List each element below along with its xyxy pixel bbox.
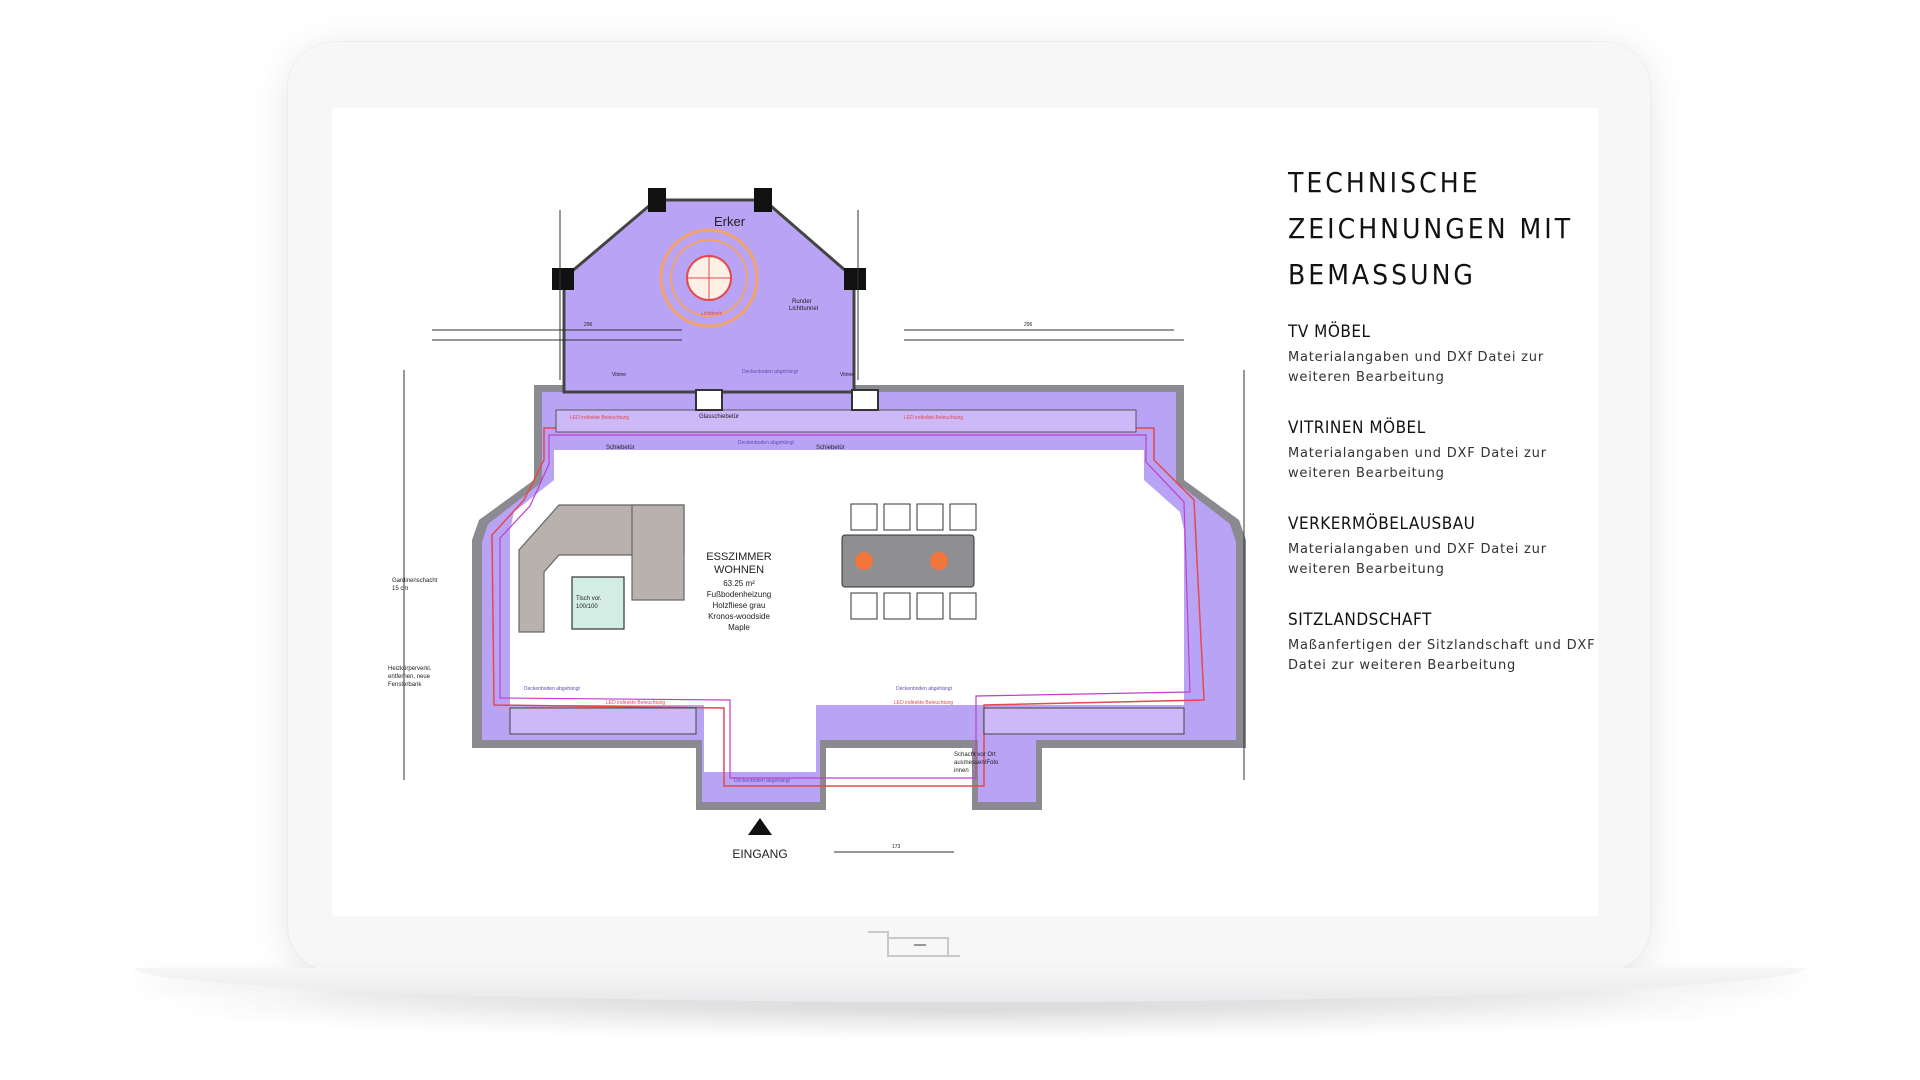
light-ring [659, 228, 759, 328]
round-tunnel-label: Runder [792, 299, 812, 305]
shaft-label: innen [954, 768, 969, 774]
section-verkermoebelausbau: VERKERMÖBELAUSBAU Materialangaben und DX… [1288, 514, 1598, 580]
window-pillar [552, 268, 574, 290]
window-pillar [754, 188, 772, 212]
cabinet-row [555, 409, 1137, 433]
lamp-marker [855, 552, 873, 570]
light-ring-label: Lichtkreis [701, 311, 723, 317]
heater-label: entfernen, neue [388, 674, 431, 680]
shaft-label: Schacht vor Ort [954, 752, 996, 758]
shaft-label: ausmessen/Foto [954, 760, 999, 766]
room-floor-type: Holzfliese grau [713, 601, 766, 610]
room-floor-type: Kronos-woodside [708, 612, 770, 621]
coffee-table-label: Tisch vor. [576, 596, 602, 602]
heater-label: Fensterbank [388, 682, 422, 688]
room-floor-type: Maple [728, 623, 750, 632]
vitrine-right-label: Vitrine [840, 372, 854, 378]
room-title: WOHNEN [714, 564, 764, 576]
section-heading: VERKERMÖBELAUSBAU [1288, 514, 1476, 534]
dining-chairs [850, 503, 977, 620]
dimension-label: 173 [892, 844, 901, 850]
dimension-label: 296 [1024, 322, 1033, 328]
ceiling-label: Deckenboden abgehängt [738, 440, 794, 446]
tv-cabinet [509, 707, 697, 735]
sliding-door-right: Schiebetür [816, 445, 845, 451]
laptop-notch-icon [868, 931, 960, 957]
room-area: 63.25 m² [723, 579, 755, 588]
coffee-table-label: 100/100 [576, 604, 598, 610]
heater-label: Heizkörperverkl. [388, 666, 432, 672]
entrance-arrow-icon [748, 818, 772, 835]
coffee-table [571, 576, 625, 630]
room-title: ESSZIMMER [706, 551, 771, 563]
ceiling-label: Deckenboden abgehängt [742, 369, 798, 375]
section-text: Maßanfertigen der Sitzlandschaft und DXF… [1288, 638, 1596, 673]
floor-plan-drawing: Erker Lichtkreis Runder Lichttunnel Vitr… [388, 188, 1246, 861]
window-pillar [648, 188, 666, 212]
glass-door-label: Glasschiebetür [699, 414, 739, 420]
dining-table [841, 534, 975, 588]
vitrine-left-label: Vitrine [612, 372, 626, 378]
led-label: LED indirekte Beleuchtung [570, 415, 629, 421]
section-heading: SITZLANDSCHAFT [1288, 610, 1432, 630]
vitrine-box [851, 389, 879, 411]
ceiling-label: Deckenboden abgehängt [524, 686, 580, 692]
room-heating: Fußbodenheizung [707, 590, 772, 599]
dimension-lines [403, 210, 1245, 853]
section-text: Materialangaben und DXF Datei zur weiter… [1288, 542, 1547, 577]
section-text: Materialangaben und DXF Datei zur weiter… [1288, 446, 1547, 481]
sideboard [983, 707, 1185, 735]
round-tunnel-label: Lichttunnel [789, 306, 818, 312]
section-tv-moebel: TV MÖBEL Materialangaben und DXf Datei z… [1288, 322, 1598, 388]
entrance-label: EINGANG [732, 847, 787, 861]
dimension-label: 296 [584, 322, 593, 328]
panel-title: TECHNISCHE ZEICHNUNGEN MIT BEMASSUNG [1288, 166, 1574, 291]
section-sitzlandschaft: SITZLANDSCHAFT Maßanfertigen der Sitzlan… [1288, 610, 1598, 676]
led-strip [491, 427, 1205, 787]
curtain-label: 15 cm [392, 586, 408, 592]
led-label: LED indirekte Beleuchtung [894, 700, 953, 706]
led-label: LED indirekte Beleuchtung [606, 700, 665, 706]
vitrine-box [695, 389, 723, 411]
ceiling-label: Deckenboden abgehängt [734, 778, 790, 784]
sofa-chaise [631, 504, 685, 601]
curtain-label: Gardinenschacht [392, 578, 438, 584]
window-pillar [844, 268, 866, 290]
sliding-door-left: Schiebetür [606, 445, 635, 451]
ceiling-label: Deckenboden abgehängt [896, 686, 952, 692]
led-label: LED indirekte Beleuchtung [904, 415, 963, 421]
section-heading: TV MÖBEL [1288, 322, 1371, 342]
led-strip-inner [499, 434, 1191, 779]
erker-label: Erker [714, 214, 746, 229]
light-ring [670, 239, 748, 317]
lamp-marker [930, 552, 948, 570]
section-heading: VITRINEN MÖBEL [1288, 418, 1426, 438]
section-text: Materialangaben und DXf Datei zur weiter… [1288, 350, 1544, 385]
section-vitrinen-moebel: VITRINEN MÖBEL Materialangaben und DXF D… [1288, 418, 1598, 484]
info-panel: TECHNISCHE ZEICHNUNGEN MIT BEMASSUNG TV … [1288, 160, 1598, 706]
